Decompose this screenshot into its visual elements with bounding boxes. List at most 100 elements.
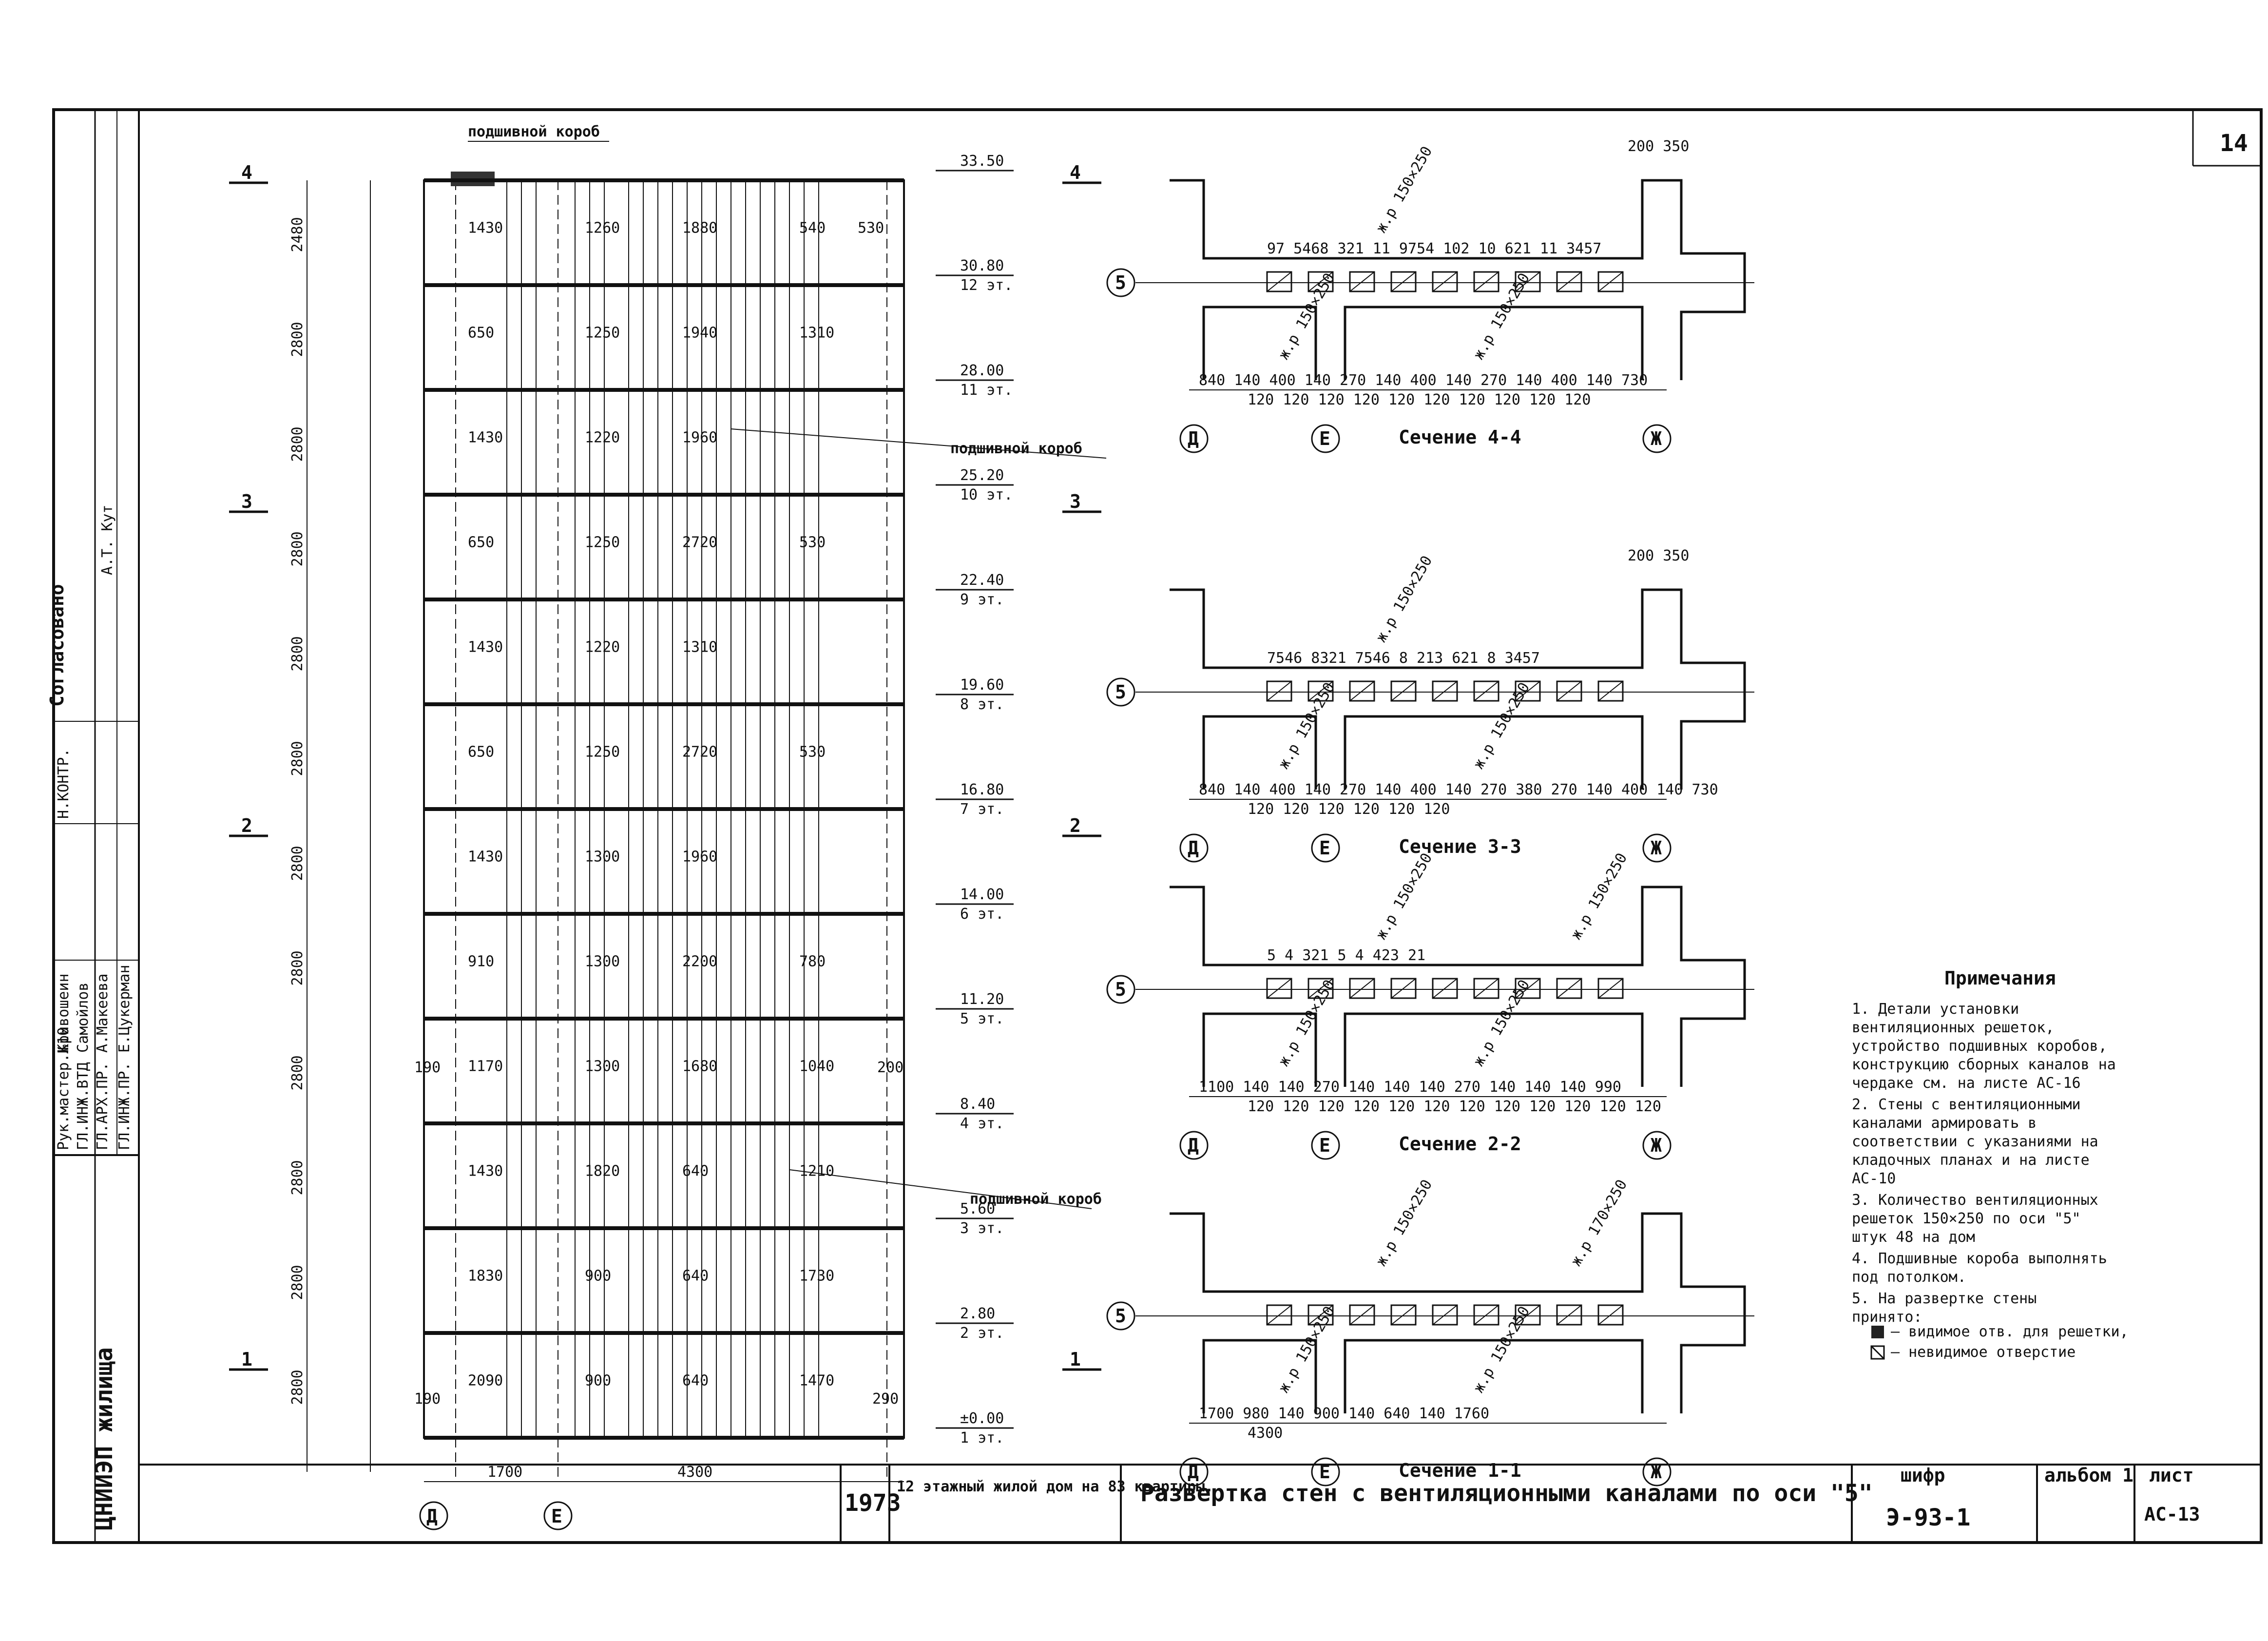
row-dim: 1430 <box>468 220 503 237</box>
row-dim: 1820 <box>585 1163 620 1180</box>
section-wall-outline <box>1170 1212 1746 1413</box>
role-2: Рук.мастер.№10 <box>55 1027 72 1150</box>
vent-opening-diagonal <box>1515 681 1540 701</box>
level-value: 22.40 <box>960 572 1004 589</box>
list-label: лист <box>2149 1465 2194 1486</box>
role-3: ГЛ.ИНЖ.ВТД <box>75 1062 92 1150</box>
row-dim: 1220 <box>585 639 620 656</box>
section-top-dims: 200 350 <box>1628 547 1689 564</box>
list-value: АС-13 <box>2144 1504 2200 1525</box>
note-line: каналами армировать в <box>1852 1115 2037 1132</box>
section-dims-small: 120 120 120 120 120 120 120 120 120 120 <box>1248 391 1591 408</box>
vent-opening-diagonal <box>1474 978 1499 999</box>
project-name: 12 этажный жилой дом на 83 квартиры. <box>897 1478 1213 1495</box>
vent-opening <box>1349 680 1375 702</box>
vent-opening-diagonal <box>1349 681 1375 701</box>
section-axis-label: Ж <box>1651 428 1662 449</box>
notes: Примечания 1. Детали установкивентиляцио… <box>1852 967 2129 1361</box>
row-dim: 530 <box>858 220 884 237</box>
row-dim: 910 <box>468 953 494 970</box>
row-dim: 1430 <box>468 849 503 866</box>
row-dim: 1310 <box>682 639 717 656</box>
legend-visible-symbol <box>1871 1326 1884 1338</box>
section-dims-small: 120 120 120 120 120 120 <box>1248 801 1450 818</box>
note-line: вентиляционных решеток, <box>1852 1019 2054 1036</box>
level-floor: 4 эт. <box>960 1115 1004 1132</box>
edge-dim-2: 200 <box>877 1059 903 1076</box>
row-dim: 640 <box>682 1372 709 1390</box>
section-mark-right: 1 <box>1070 1349 1081 1370</box>
floor-height-dim: 2800 <box>289 1160 306 1195</box>
level-floor: 5 эт. <box>960 1010 1004 1027</box>
axis-d: Д <box>426 1506 438 1527</box>
level-floor: 2 эт. <box>960 1325 1004 1342</box>
section-axis-label: Ж <box>1651 1135 1662 1156</box>
note-line: чердаке см. на листе АС-16 <box>1852 1075 2081 1092</box>
approved-label: Согласовано <box>46 584 68 707</box>
vent-opening-diagonal <box>1308 978 1333 999</box>
floor-height-dim: 2800 <box>289 741 306 776</box>
vent-opening <box>1266 1304 1292 1326</box>
vent-opening-diagonal <box>1349 271 1375 292</box>
section-axis-circle <box>1311 424 1340 453</box>
section-axis-label: Е <box>1319 1461 1330 1483</box>
section-wall-outline <box>1170 886 1746 1087</box>
row-dim: 1730 <box>799 1268 834 1285</box>
section-callout: ж.р 150×250 <box>1275 1303 1339 1396</box>
vent-opening-diagonal <box>1432 681 1458 701</box>
row-dim: 1680 <box>682 1058 717 1075</box>
note-line: решеток 150×250 по оси "5" <box>1852 1210 2081 1227</box>
section-callout: ж.р 150×250 <box>1470 977 1534 1069</box>
cipher-value: Э-93-1 <box>1886 1504 1970 1531</box>
row-dim: 2720 <box>682 534 717 551</box>
row-dim: 1430 <box>468 639 503 656</box>
edge-dim-3: 190 <box>414 1390 441 1408</box>
legend-hidden-symbol <box>1870 1345 1885 1360</box>
section-axis-circle <box>1311 1457 1340 1487</box>
row-dim: 2200 <box>682 953 717 970</box>
floor-height-dim: 2800 <box>289 426 306 462</box>
section-axis-label: Д <box>1188 837 1199 859</box>
axis-row-circle <box>1106 268 1135 297</box>
approved-sign: А.Т. Кут <box>99 505 116 576</box>
vent-opening-diagonal <box>1391 271 1416 292</box>
vent-opening-diagonal <box>1474 271 1499 292</box>
side-stamp: Согласовано А.Т. Кут Н.КОНТР. Рук.мастер… <box>46 110 139 1543</box>
row-dim: 1210 <box>799 1163 834 1180</box>
note-line: 3. Количество вентиляционных <box>1852 1192 2098 1209</box>
vent-opening-diagonal <box>1391 1305 1416 1325</box>
row-dim: 1880 <box>682 220 717 237</box>
vent-opening-diagonal <box>1557 978 1582 999</box>
section-callout: ж.р 150×250 <box>1568 850 1631 943</box>
section-axis-label: Д <box>1188 428 1199 449</box>
vent-opening <box>1390 1304 1417 1326</box>
section-axis-circle <box>1179 1131 1209 1160</box>
vent-opening-diagonal <box>1432 978 1458 999</box>
section-wall-outline <box>1202 1012 1317 1087</box>
sheet-title: Развертка стен с вентиляционными каналам… <box>1140 1480 1873 1507</box>
section-channel-numbers: 97 5468 321 11 9754 102 10 621 11 3457 <box>1267 240 1601 257</box>
level-value: 14.00 <box>960 886 1004 903</box>
vent-opening <box>1266 680 1292 702</box>
floor-height-dim: 2800 <box>289 950 306 985</box>
row-dim: 780 <box>799 953 826 970</box>
vent-opening-diagonal <box>1349 1305 1375 1325</box>
level-floor: 9 эт. <box>960 591 1004 608</box>
vent-opening-diagonal <box>1391 978 1416 999</box>
row-dim: 540 <box>799 220 826 237</box>
vent-opening-diagonal <box>1308 271 1333 292</box>
row-dim: 1220 <box>585 429 620 446</box>
row-dim: 650 <box>468 744 494 761</box>
section-mark-right: 3 <box>1070 491 1081 512</box>
name-2: Самойлов <box>75 983 92 1053</box>
legend-hidden: — невидимое отверстие <box>1891 1344 2076 1361</box>
vent-opening <box>1597 271 1624 292</box>
section-callout: ж.р 150×250 <box>1470 270 1534 363</box>
section-callout: ж.р 150×250 <box>1373 143 1436 236</box>
row-dim: 640 <box>682 1163 709 1180</box>
section-wall-outline <box>1202 1339 1317 1413</box>
row-dim: 1430 <box>468 1163 503 1180</box>
